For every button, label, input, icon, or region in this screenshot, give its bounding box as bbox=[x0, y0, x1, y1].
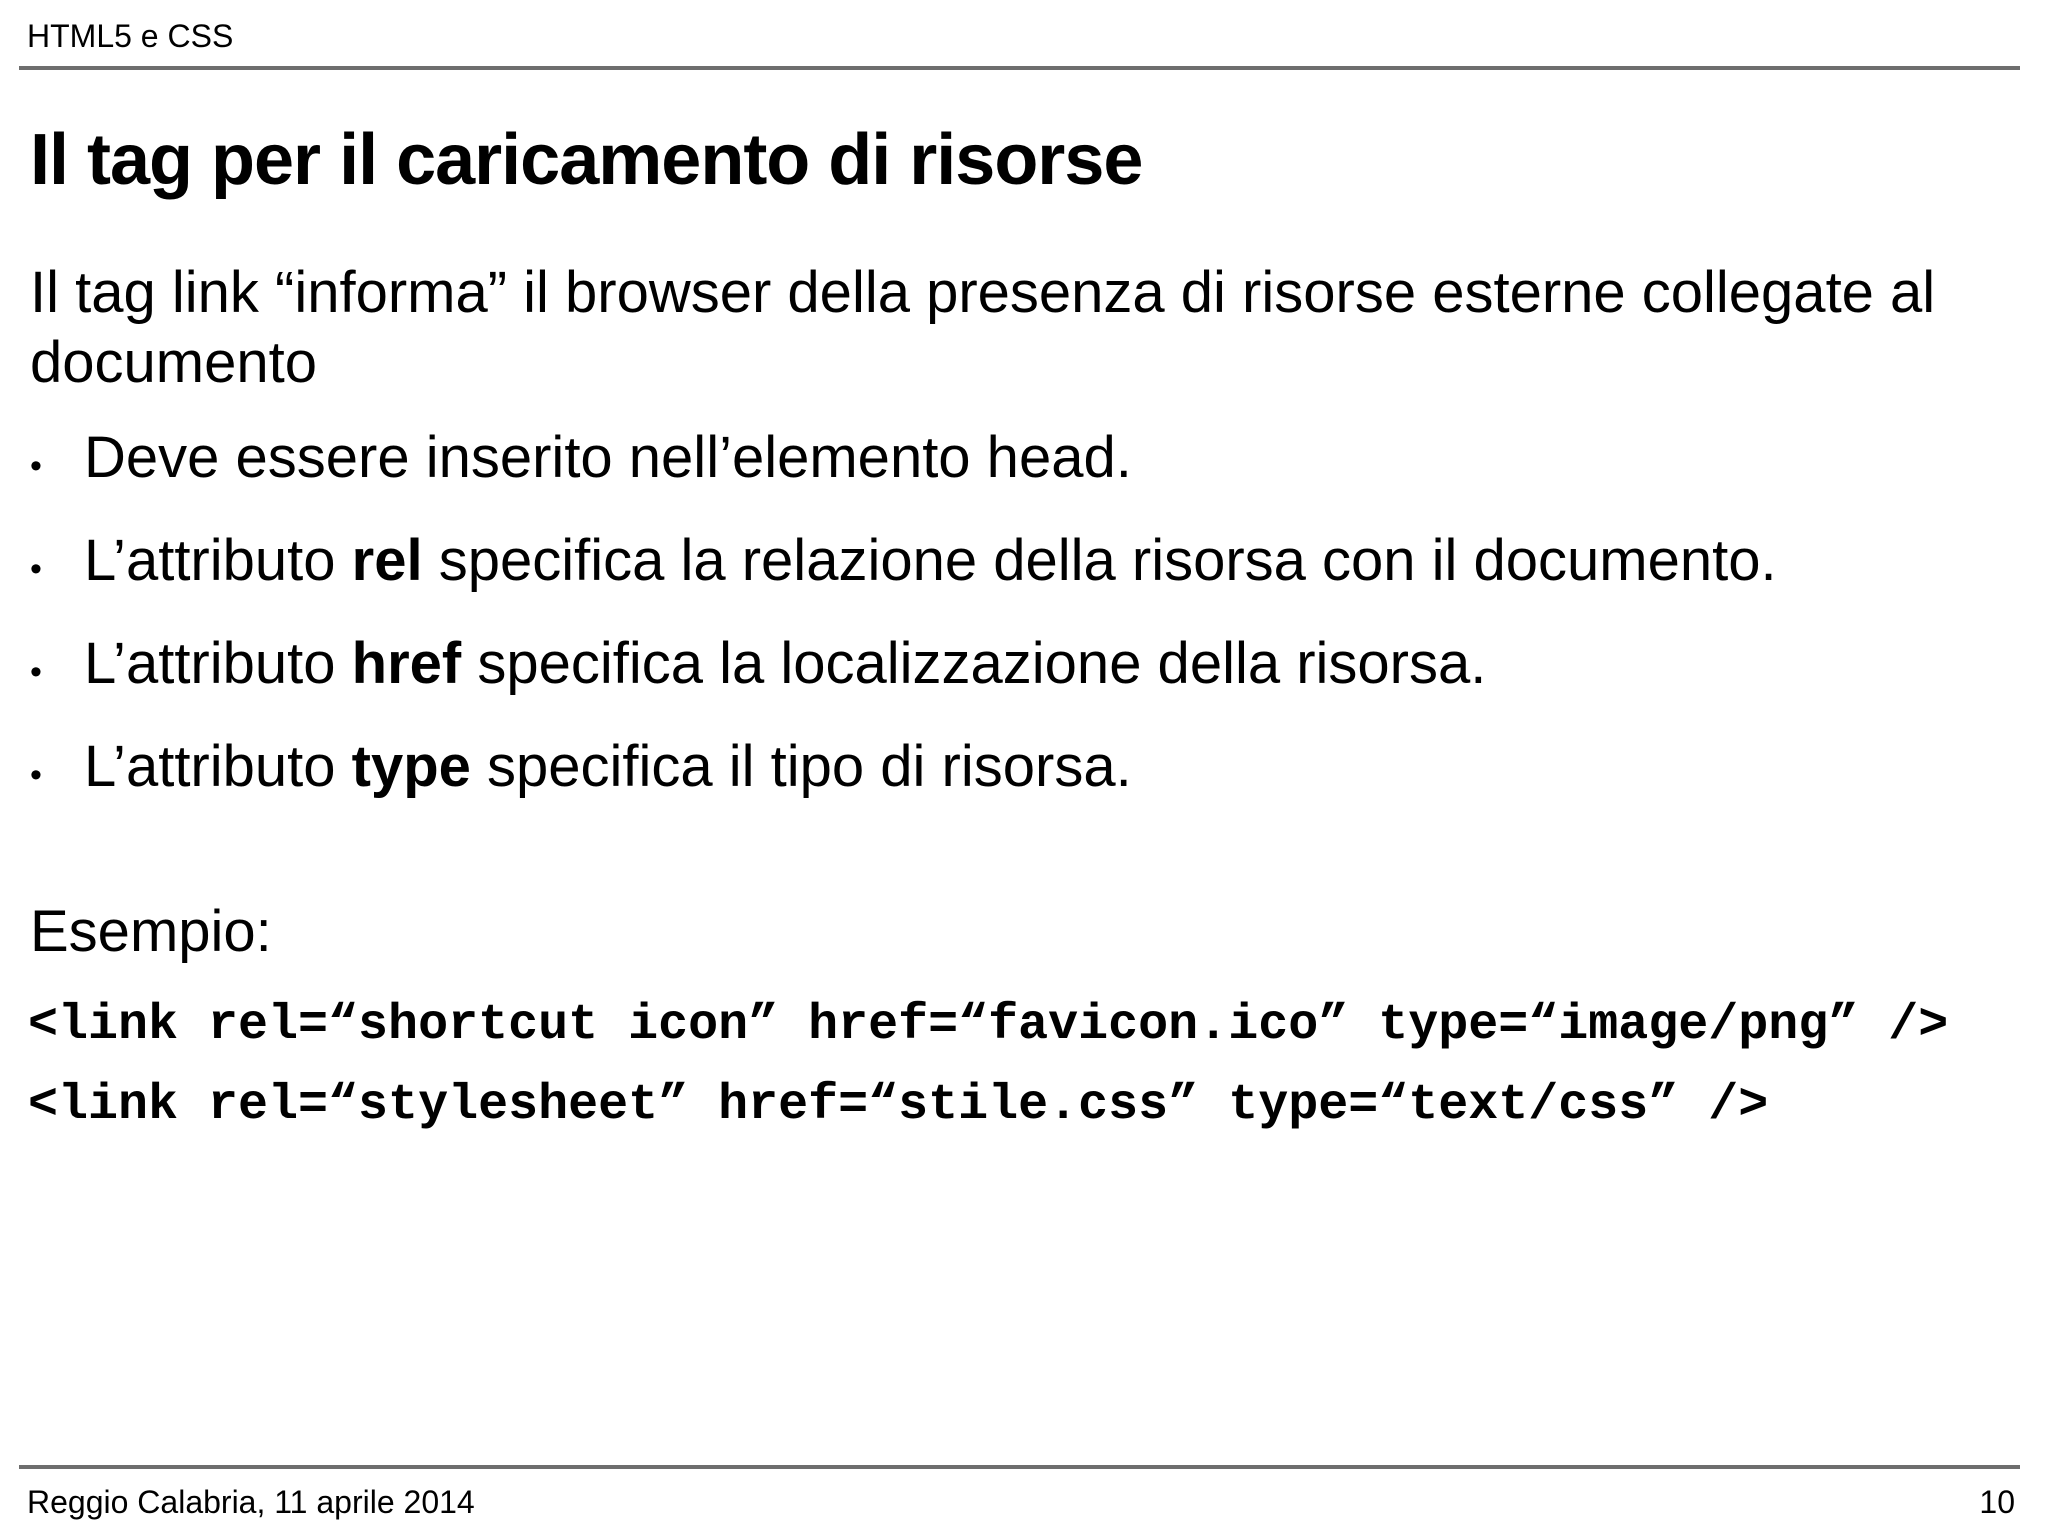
example-label: Esempio: bbox=[30, 899, 272, 964]
bullet-text-post: specifica la localizzazione della risors… bbox=[461, 631, 1487, 696]
footer-divider bbox=[19, 1465, 2020, 1469]
header-divider bbox=[19, 66, 2020, 70]
intro-line: Il tag link “informa” il browser della p… bbox=[30, 260, 1936, 325]
bullet-item: • L’attributo type specifica il tipo di … bbox=[30, 732, 1777, 810]
bullet-text: Deve essere inserito nell’elemento head. bbox=[84, 423, 1132, 493]
bullet-text-post: specifica la relazione della risorsa con… bbox=[422, 528, 1777, 593]
footer-location-date: Reggio Calabria, 11 aprile 2014 bbox=[27, 1484, 475, 1520]
bullet-icon: • bbox=[30, 756, 42, 794]
code-line: <link rel=“stylesheet” href=“stile.css” … bbox=[28, 1077, 1769, 1134]
code-block: <link rel=“shortcut icon” href=“favicon.… bbox=[28, 995, 1948, 1155]
bullet-text-pre: L’attributo bbox=[84, 528, 352, 593]
bullet-keyword: rel bbox=[351, 528, 423, 593]
bullet-list: • Deve essere inserito nell’elemento hea… bbox=[30, 423, 1777, 835]
bullet-text: L’attributo href specifica la localizzaz… bbox=[84, 629, 1486, 699]
bullet-item: • L’attributo rel specifica la relazione… bbox=[30, 526, 1777, 604]
bullet-keyword: type bbox=[351, 734, 471, 799]
bullet-item: • Deve essere inserito nell’elemento hea… bbox=[30, 423, 1777, 501]
intro-line: documento bbox=[30, 330, 317, 395]
bullet-text: L’attributo rel specifica la relazione d… bbox=[84, 526, 1777, 596]
code-line: <link rel=“shortcut icon” href=“favicon.… bbox=[28, 997, 1949, 1054]
bullet-text-pre: L’attributo bbox=[84, 734, 352, 799]
bullet-keyword: href bbox=[351, 631, 462, 696]
page-title: Il tag per il caricamento di risorse bbox=[30, 120, 1143, 200]
footer: Reggio Calabria, 11 aprile 2014 10 bbox=[27, 1480, 2015, 1524]
bullet-item: • L’attributo href specifica la localizz… bbox=[30, 629, 1777, 707]
bullet-text-pre: L’attributo bbox=[84, 631, 352, 696]
intro-paragraph: Il tag link “informa” il browser della p… bbox=[30, 258, 1935, 398]
bullet-icon: • bbox=[30, 447, 42, 485]
bullet-text-post: specifica il tipo di risorsa. bbox=[470, 734, 1132, 799]
bullet-icon: • bbox=[30, 550, 42, 588]
bullet-text: L’attributo type specifica il tipo di ri… bbox=[84, 732, 1132, 802]
page-number: 10 bbox=[1979, 1484, 2015, 1520]
bullet-icon: • bbox=[30, 653, 42, 691]
slide-header-label: HTML5 e CSS bbox=[27, 18, 234, 54]
bullet-text-pre: Deve essere inserito nell’elemento head. bbox=[84, 425, 1132, 490]
